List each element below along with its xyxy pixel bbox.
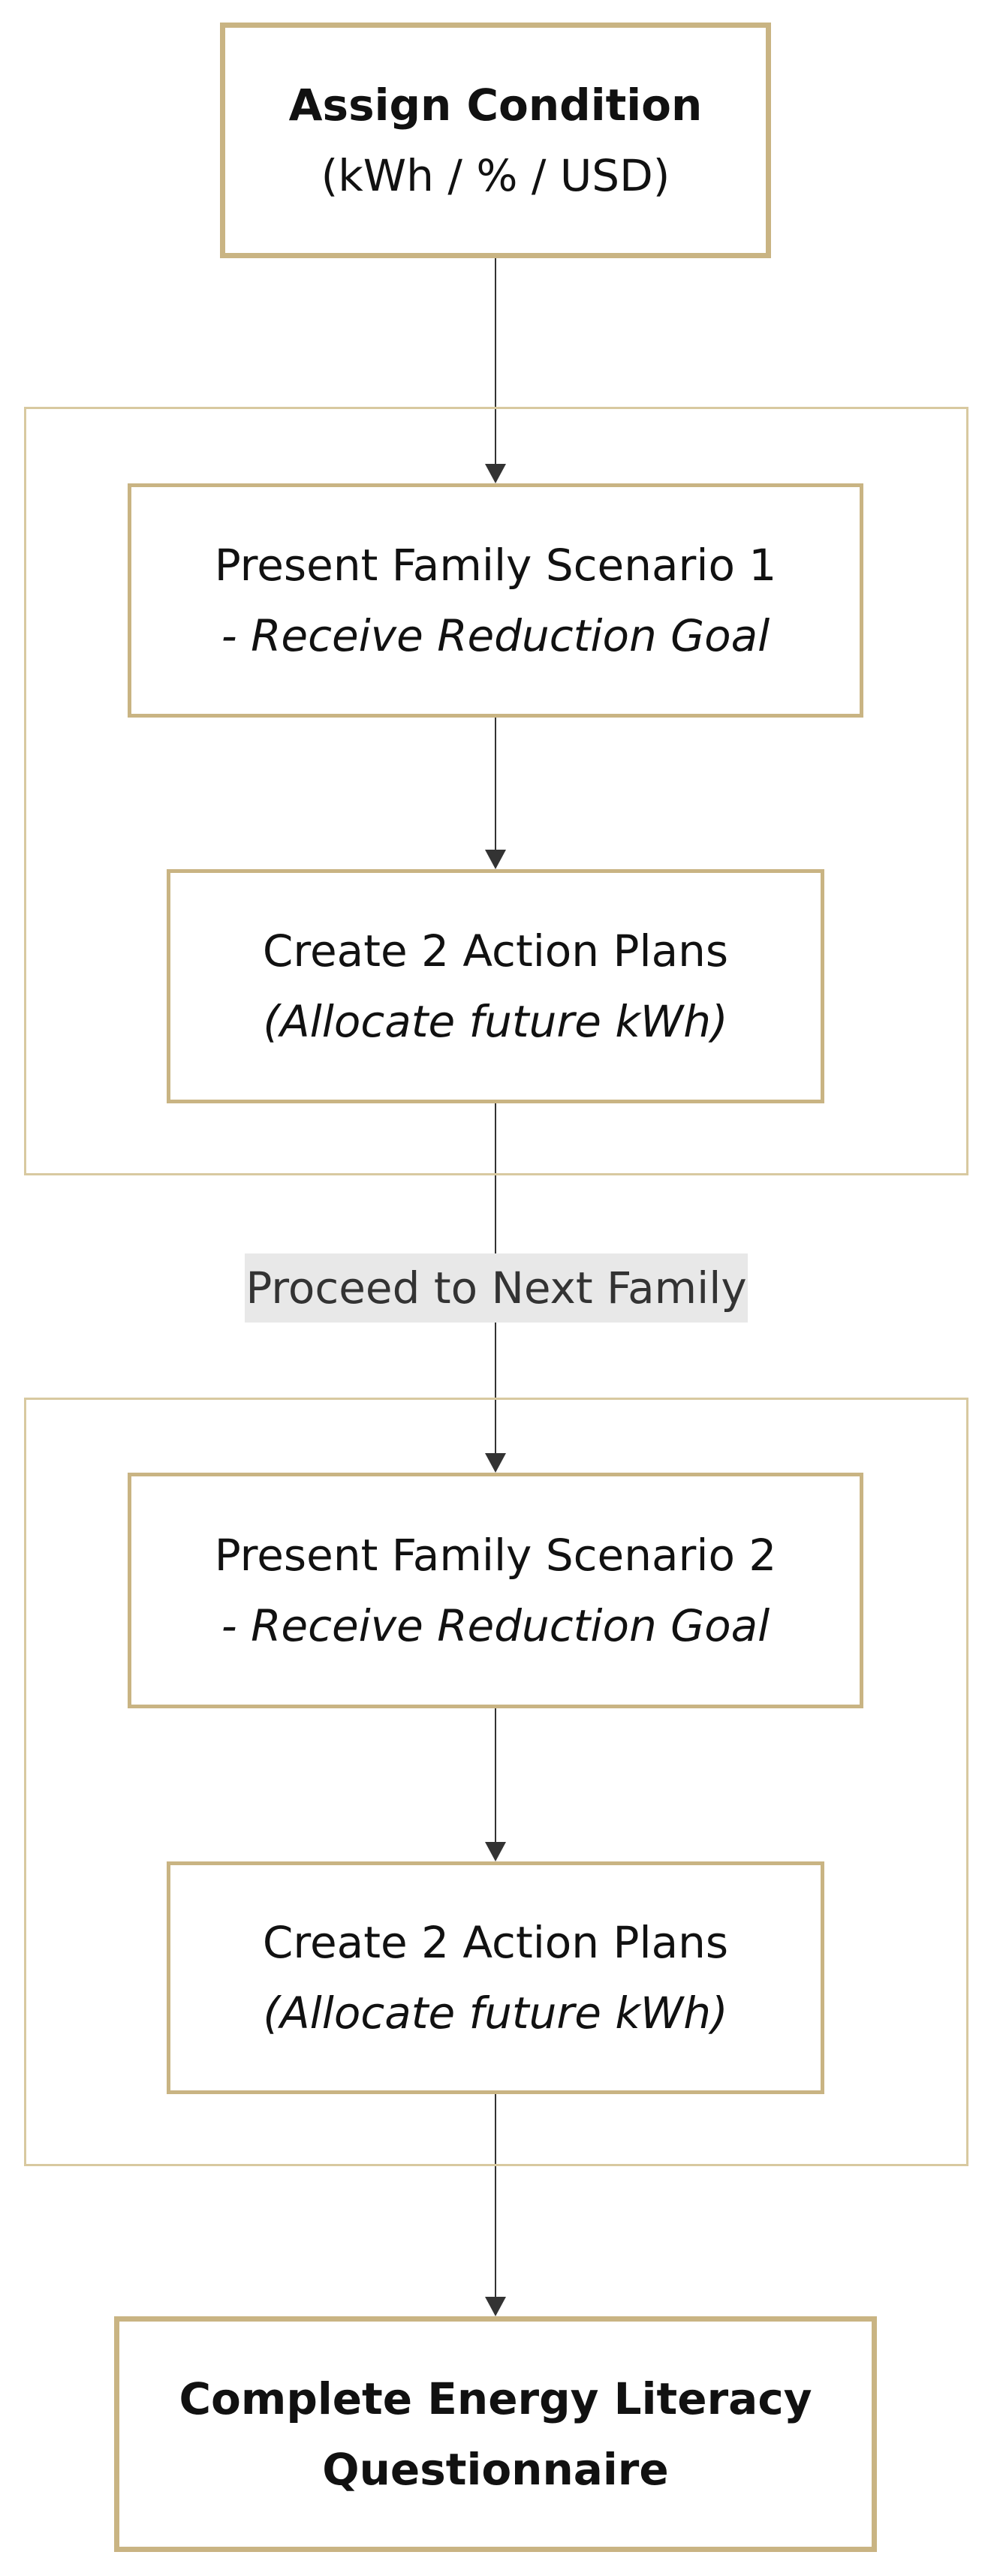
arrowhead-scenario1	[485, 464, 506, 483]
node-questionnaire-line-1: Complete Energy Literacy	[179, 2373, 812, 2424]
node-energy-literacy-questionnaire: Complete Energy Literacy Questionnaire	[114, 2316, 877, 2552]
node-present-scenario-2-title: Present Family Scenario 2	[214, 1530, 777, 1581]
node-action-plans-1-title: Create 2 Action Plans	[262, 925, 729, 977]
cluster-family-2	[24, 1398, 968, 2166]
arrowhead-plans2	[485, 1842, 506, 1861]
arrowhead-scenario2	[485, 1453, 506, 1473]
node-assign-condition-title: Assign Condition	[288, 80, 703, 131]
edge-label-proceed: Proceed to Next Family	[245, 1253, 748, 1323]
node-present-scenario-2-goal: - Receive Reduction Goal	[221, 1600, 770, 1651]
node-action-plans-1: Create 2 Action Plans (Allocate future k…	[167, 869, 824, 1103]
node-present-scenario-1-title: Present Family Scenario 1	[214, 540, 777, 591]
node-present-scenario-1-goal: - Receive Reduction Goal	[221, 610, 770, 661]
node-present-scenario-2: Present Family Scenario 2 - Receive Redu…	[128, 1473, 863, 1708]
node-assign-condition: Assign Condition (kWh / % / USD)	[220, 23, 771, 258]
node-action-plans-2-detail: (Allocate future kWh)	[263, 1988, 728, 2039]
node-assign-condition-units: (kWh / % / USD)	[321, 150, 670, 201]
node-present-scenario-1: Present Family Scenario 1 - Receive Redu…	[128, 483, 863, 718]
node-action-plans-1-detail: (Allocate future kWh)	[263, 996, 728, 1047]
node-action-plans-2: Create 2 Action Plans (Allocate future k…	[167, 1861, 824, 2094]
cluster-family-1	[24, 407, 968, 1175]
node-action-plans-2-title: Create 2 Action Plans	[262, 1917, 729, 1968]
arrowhead-questionnaire	[485, 2297, 506, 2316]
arrowhead-plans1	[485, 850, 506, 869]
node-questionnaire-line-2: Questionnaire	[322, 2444, 669, 2495]
